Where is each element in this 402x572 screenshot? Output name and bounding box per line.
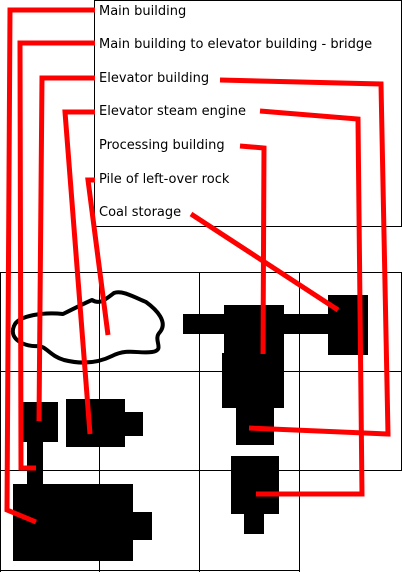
legend-elevator-steam-engine: Elevator steam engine (99, 104, 246, 119)
steam-engine-shape (66, 399, 143, 447)
legend-processing-building: Processing building (99, 138, 225, 153)
lower-engine-house-shape (231, 456, 279, 534)
legend-main-building: Main building (99, 4, 187, 19)
processing-building-shape (183, 305, 333, 445)
rock-pile-outline (10, 290, 165, 365)
leader-processing-building (239, 143, 267, 355)
bridge-shape (27, 440, 43, 486)
legend-elevator-building: Elevator building (99, 71, 210, 86)
leader-elevator-to-right (219, 77, 391, 437)
legend-coal-storage: Coal storage (99, 205, 182, 220)
leader-coal-storage (189, 211, 340, 313)
leader-elevator-building (36, 75, 95, 422)
legend-bridge: Main building to elevator building - bri… (99, 37, 373, 52)
leader-bridge (17, 40, 95, 471)
leader-engine-to-right (256, 108, 365, 497)
leader-rock-pile (85, 177, 111, 336)
legend-rock-pile: Pile of left-over rock (99, 172, 230, 187)
leader-steam-engine (62, 109, 95, 435)
leader-lines (4, 7, 391, 525)
leader-main-building (4, 7, 95, 525)
